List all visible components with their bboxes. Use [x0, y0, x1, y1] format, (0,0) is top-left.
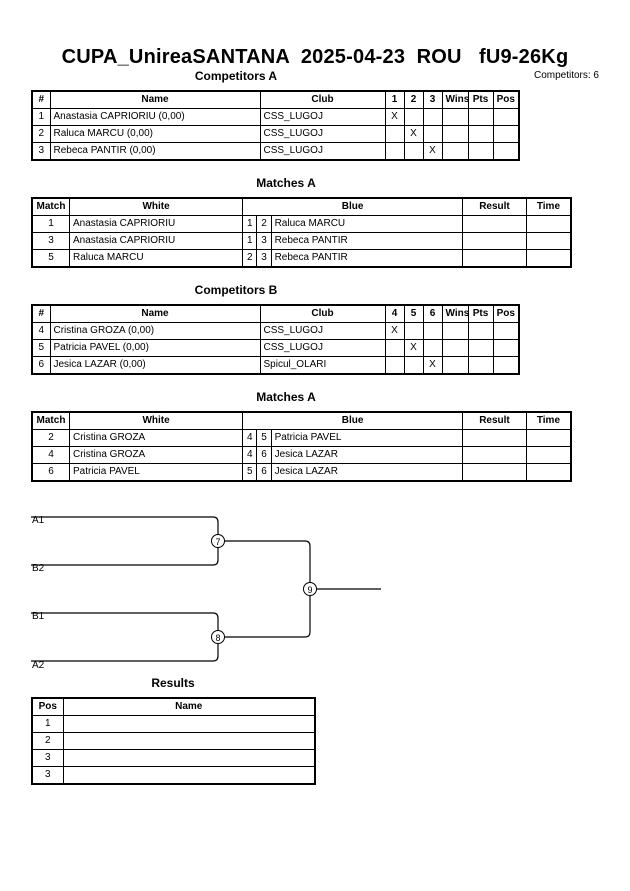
- match-number: 5: [31, 249, 70, 268]
- table-row: 1: [31, 715, 316, 733]
- match-number: 6: [31, 463, 70, 482]
- blue-number: 6: [256, 463, 272, 482]
- pos-cell: [492, 142, 520, 161]
- table-row: 2 Raluca MARCU (0,00) CSS_LUGOJ X: [31, 125, 520, 143]
- table-row: 3: [31, 749, 316, 767]
- result-pos: 3: [31, 749, 64, 767]
- blue-name: Jesica LAZAR: [270, 446, 464, 464]
- white-name: Patricia PAVEL: [68, 463, 244, 482]
- white-name: Raluca MARCU: [68, 249, 244, 268]
- results-table: Pos Name 1 2 3 3: [31, 697, 316, 785]
- matches-b-table: Match White Blue Result Time 2 Cristina …: [31, 411, 572, 482]
- table-row: 6 Patricia PAVEL 5 6 Jesica LAZAR: [31, 463, 572, 482]
- matches-b-title: Matches A: [256, 390, 316, 404]
- bracket-seed-label: A1: [32, 515, 45, 526]
- table-row: 2: [31, 732, 316, 750]
- matches-a-table: Match White Blue Result Time 1 Anastasia…: [31, 197, 572, 268]
- competitors-b-table: # Name Club 4 5 6 Wins Pts Pos 4 Cristin…: [31, 304, 520, 375]
- bracket-seed-label: B1: [32, 611, 45, 622]
- result-name: [62, 732, 316, 750]
- time-cell: [525, 446, 572, 464]
- table-header: Pos Name: [31, 697, 316, 716]
- result-pos: 3: [31, 766, 64, 785]
- bracket-match-node: 9: [303, 582, 317, 596]
- blue-name: Rebeca PANTIR: [270, 232, 464, 250]
- competitors-b-title: Competitors B: [194, 283, 278, 297]
- competitors-count: Competitors: 6: [533, 70, 599, 81]
- competitor-number: 6: [31, 356, 51, 375]
- col-header: Name: [62, 697, 316, 716]
- white-name: Cristina GROZA: [68, 446, 244, 464]
- blue-number: 6: [256, 446, 272, 464]
- pos-cell: [492, 125, 520, 143]
- time-cell: [525, 249, 572, 268]
- competitor-name: Jesica LAZAR (0,00): [49, 356, 261, 375]
- blue-number: 3: [256, 232, 272, 250]
- result-name: [62, 766, 316, 785]
- result-cell: [462, 446, 527, 464]
- match-number: 1: [31, 215, 70, 233]
- match-number: 4: [31, 446, 70, 464]
- results-title: Results: [151, 676, 195, 690]
- pos-cell: [492, 356, 520, 375]
- time-cell: [525, 463, 572, 482]
- competitor-number: 3: [31, 142, 51, 161]
- bracket-seed-label: B2: [32, 563, 45, 574]
- matches-a-title: Matches A: [256, 176, 316, 190]
- result-pos: 1: [31, 715, 64, 733]
- table-row: 3 Rebeca PANTIR (0,00) CSS_LUGOJ X: [31, 142, 520, 161]
- table-row: 5 Raluca MARCU 2 3 Rebeca PANTIR: [31, 249, 572, 268]
- table-row: 3 Anastasia CAPRIORIU 1 3 Rebeca PANTIR: [31, 232, 572, 250]
- match-number: 3: [31, 232, 70, 250]
- competitor-club: CSS_LUGOJ: [259, 142, 386, 161]
- col-header: Match: [31, 197, 70, 216]
- table-row: 3: [31, 766, 316, 785]
- table-row: 1 Anastasia CAPRIORIU 1 2 Raluca MARCU: [31, 215, 572, 233]
- competitors-a-title: Competitors A: [194, 69, 278, 83]
- time-cell: [525, 232, 572, 250]
- table-row: 6 Jesica LAZAR (0,00) Spicul_OLARI X: [31, 356, 520, 375]
- result-pos: 2: [31, 732, 64, 750]
- result-cell: [462, 249, 527, 268]
- table-row: 4 Cristina GROZA 4 6 Jesica LAZAR: [31, 446, 572, 464]
- blue-number: 3: [256, 249, 272, 268]
- blue-name: Rebeca PANTIR: [270, 249, 464, 268]
- bracket-match-node: 8: [211, 630, 225, 644]
- result-name: [62, 749, 316, 767]
- bracket-seed-label: A2: [32, 660, 45, 671]
- blue-number: 2: [256, 215, 272, 233]
- table-header: # Name Club 4 5 6 Wins Pts Pos: [31, 304, 520, 323]
- result-cell: [462, 232, 527, 250]
- competitor-club: CSS_LUGOJ: [259, 339, 386, 357]
- pos-cell: [492, 339, 520, 357]
- table-header: Match White Blue Result Time: [31, 411, 572, 430]
- bracket-match-node: 7: [211, 534, 225, 548]
- col-header: Pos: [31, 697, 64, 716]
- white-number: 4: [242, 446, 258, 464]
- table-row: 5 Patricia PAVEL (0,00) CSS_LUGOJ X: [31, 339, 520, 357]
- result-name: [62, 715, 316, 733]
- competitors-a-table: # Name Club 1 2 3 Wins Pts Pos 1 Anastas…: [31, 90, 520, 161]
- page-title: CUPA_UnireaSANTANA 2025-04-23 ROU fU9-26…: [61, 46, 569, 68]
- blue-name: Jesica LAZAR: [270, 463, 464, 482]
- result-cell: [462, 463, 527, 482]
- table-row: 2 Cristina GROZA 4 5 Patricia PAVEL: [31, 429, 572, 447]
